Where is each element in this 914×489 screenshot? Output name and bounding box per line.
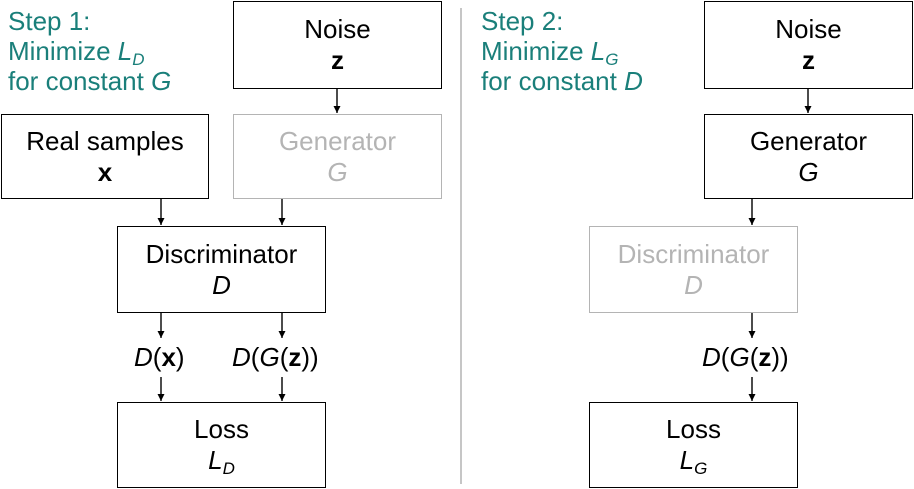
step2-constant-line: for constant D	[481, 66, 643, 96]
loss-symbol: L	[590, 36, 606, 66]
loss-box: Loss LD	[117, 402, 326, 488]
noise-box-right: Noise z	[704, 1, 913, 89]
real-samples-symbol: x	[97, 156, 113, 187]
step2-title: Step 2:	[481, 6, 564, 36]
step1-constant-line: for constant G	[8, 66, 172, 96]
step2-minimize-line: Minimize LG	[481, 36, 619, 69]
loss-symbol: LG	[679, 445, 708, 478]
discriminator-box: Discriminator D	[117, 226, 326, 313]
generator-symbol: G	[327, 156, 348, 187]
output-d-of-x: D(x)	[134, 342, 185, 372]
noise-label: Noise	[304, 14, 371, 44]
discriminator-symbol: D	[684, 269, 703, 300]
generator-box-right: Generator G	[704, 114, 913, 199]
real-samples-label: Real samples	[26, 125, 184, 156]
discriminator-label: Discriminator	[617, 238, 770, 269]
output-d-of-g-of-z: D(G(z))	[232, 342, 319, 372]
loss-label: Loss	[194, 414, 249, 444]
step2-caption: Step 2: Minimize LG for constant D	[481, 6, 643, 96]
generator-label: Generator	[278, 125, 397, 156]
step1-caption: Step 1: Minimize LD for constant G	[8, 6, 171, 96]
generator-label: Generator	[749, 125, 868, 156]
real-samples-box: Real samples x	[1, 114, 209, 199]
generator-box-faded: Generator G	[233, 114, 442, 199]
loss-symbol: L	[117, 36, 133, 66]
discriminator-symbol: D	[212, 269, 231, 300]
generator-symbol: G	[798, 156, 819, 187]
output-d-of-g-of-z-right: D(G(z))	[702, 342, 789, 372]
loss-label: Loss	[666, 414, 721, 444]
loss-symbol: LD	[208, 445, 235, 478]
noise-label: Noise	[775, 14, 842, 44]
noise-box: Noise z	[233, 1, 442, 89]
discriminator-label: Discriminator	[145, 238, 298, 269]
step1-minimize-line: Minimize LD	[8, 36, 145, 69]
step1-title: Step 1:	[8, 6, 91, 36]
noise-symbol: z	[331, 45, 344, 75]
loss-box-right: Loss LG	[589, 402, 798, 488]
discriminator-box-faded: Discriminator D	[589, 226, 798, 313]
noise-symbol: z	[802, 45, 815, 75]
